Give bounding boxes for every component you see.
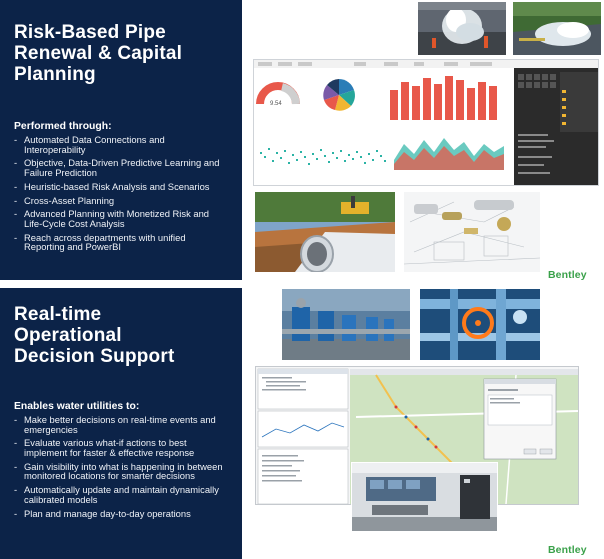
bullet-item: Make better decisions on real-time event… xyxy=(14,415,228,434)
bullet-item: Reach across departments with unified Re… xyxy=(14,232,228,252)
bullet-item: Automatically update and maintain dynami… xyxy=(14,485,228,504)
control-room-photo xyxy=(351,462,498,532)
decision-support-bullets: Make better decisions on real-time event… xyxy=(14,415,228,518)
bentley-logo-top: Bentley xyxy=(548,269,587,281)
valves-pipes-photo xyxy=(420,289,540,360)
bullet-item: Advanced Planning with Monetized Risk an… xyxy=(14,209,228,228)
decision-support-subtitle: Enables water utilities to: xyxy=(14,401,140,412)
pipe-installation-photo xyxy=(255,192,395,272)
water-main-break-photo xyxy=(418,2,506,55)
powerbi-dashboard-screenshot: 9.54 xyxy=(253,59,599,186)
bullet-item: Cross-Asset Planning xyxy=(14,195,228,206)
engineering-plans-photo xyxy=(404,192,540,272)
bullet-item: Plan and manage day-to-day operations xyxy=(14,508,228,519)
operational-software-screenshot xyxy=(255,366,579,505)
bullet-item: Evaluate various what-if actions to best… xyxy=(14,438,228,457)
gauge-value: 9.54 xyxy=(270,101,282,107)
risk-planning-panel: Risk-Based Pipe Renewal & Capital Planni… xyxy=(0,0,242,280)
bullet-item: Objective, Data-Driven Predictive Learni… xyxy=(14,158,228,177)
risk-planning-subtitle: Performed through: xyxy=(14,121,112,132)
pump-station-photo xyxy=(282,289,410,360)
bentley-logo-bottom: Bentley xyxy=(548,544,587,556)
pipe-flooding-photo xyxy=(513,2,601,55)
decision-support-panel: Real-time Operational Decision Support E… xyxy=(0,288,242,559)
bullet-item: Gain visibility into what is happening i… xyxy=(14,461,228,481)
risk-planning-title: Risk-Based Pipe Renewal & Capital Planni… xyxy=(14,22,183,85)
decision-support-title: Real-time Operational Decision Support xyxy=(14,304,175,367)
risk-planning-bullets: Automated Data Connections and Interoper… xyxy=(14,135,228,252)
bullet-item: Heuristic-based Risk Analysis and Scenar… xyxy=(14,182,228,192)
bullet-item: Automated Data Connections and Interoper… xyxy=(14,135,228,154)
